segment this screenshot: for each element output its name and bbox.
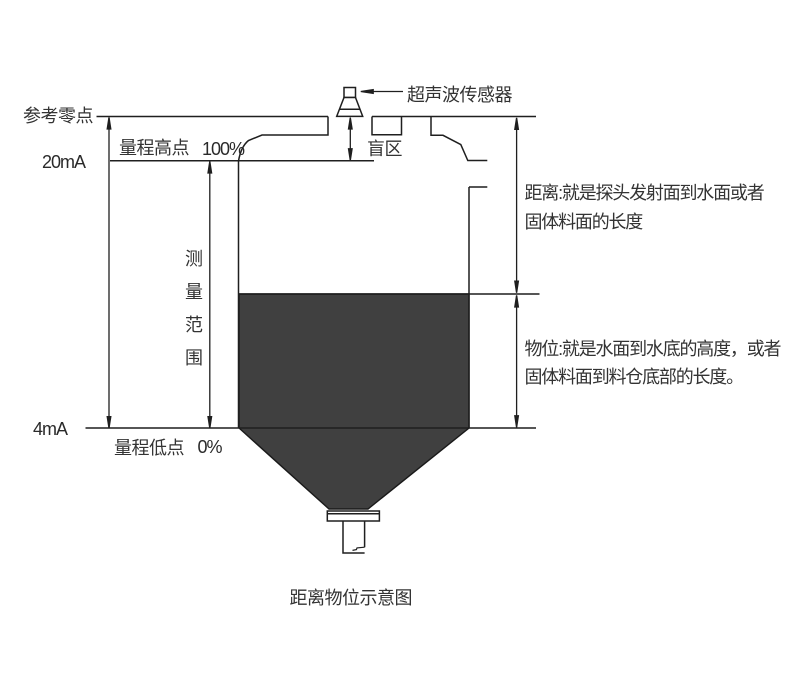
note-level-line1: 物位:就是水面到水底的高度，或者: [524, 338, 782, 359]
label-measuring-range-char2: 量: [185, 282, 203, 302]
dimension-arrow-down-icon: [514, 415, 520, 428]
tank-roof-notch: [371, 116, 403, 136]
note-distance-line1: 距离:就是探头发射面到水面或者: [524, 183, 765, 203]
sensor-horn: [335, 96, 364, 118]
dimension-arrow-down-icon: [514, 280, 520, 293]
material-fill-shape: [238, 293, 470, 510]
tank-roof-inner-right: [430, 116, 488, 162]
dimension-arrow-down-icon: [106, 415, 112, 429]
dimension-arrow-down-icon: [347, 148, 353, 161]
note-level: 物位:就是水面到水底的高度，或者 固体料面到料仓底部的长度。: [524, 335, 782, 392]
label-reference-zero: 参考零点: [23, 106, 94, 126]
diagram-caption: 距离物位示意图: [289, 588, 413, 608]
label-output-low: 4mA: [33, 419, 68, 439]
dimension-arrow-up-icon: [347, 117, 353, 130]
label-measuring-range-char4: 围: [185, 347, 203, 368]
sensor-body: [343, 86, 357, 99]
dimension-arrow-up-icon: [514, 117, 520, 131]
dimension-arrow-down-icon: [207, 415, 213, 429]
note-distance: 距离:就是探头发射面到水面或者 固体料面的长度: [524, 179, 765, 236]
ultrasonic-sensor: [335, 86, 364, 118]
note-level-line2: 固体料面到料仓底部的长度。: [524, 367, 745, 387]
label-range-high: 量程高点: [119, 137, 190, 158]
label-range-high-percent: 100%: [202, 138, 245, 159]
outlet-pipe-break-line: [352, 546, 365, 551]
label-measuring-range-char3: 范: [185, 314, 203, 335]
label-output-high: 20mA: [42, 152, 86, 172]
dimension-arrow-up-icon: [514, 295, 520, 308]
dimension-arrow-up-icon: [106, 117, 112, 130]
label-blind-zone: 盲区: [367, 139, 403, 159]
outlet-flange: [326, 510, 381, 522]
tank-roof-inner-left: [237, 116, 329, 162]
label-sensor: 超声波传感器: [407, 85, 513, 105]
dimension-arrow-up-icon: [207, 161, 213, 174]
label-measuring-range-char1: 测: [185, 249, 203, 269]
label-range-low-percent: 0%: [197, 437, 223, 457]
note-distance-line2: 固体料面的长度: [524, 211, 644, 232]
outlet-pipe: [342, 521, 366, 554]
label-range-low: 量程低点: [114, 437, 185, 458]
leader-arrow-left-icon: [360, 88, 374, 95]
